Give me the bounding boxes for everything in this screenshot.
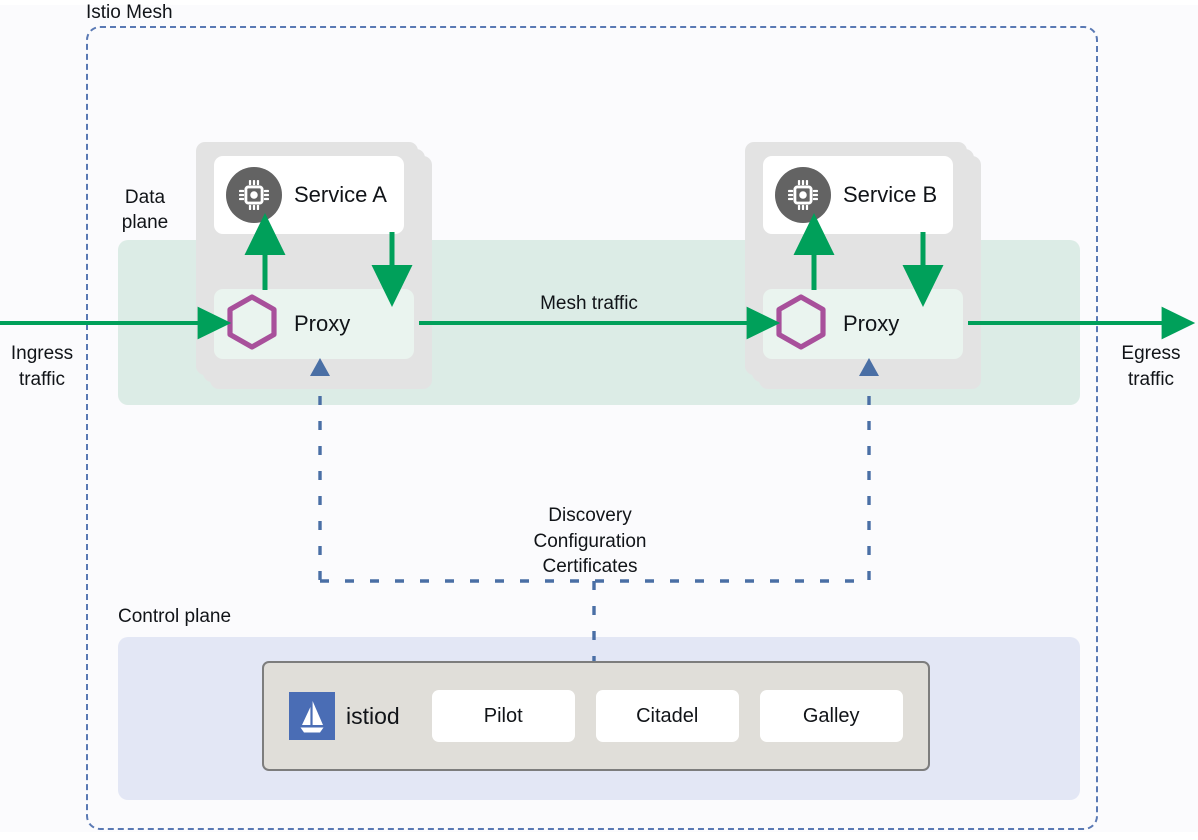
proxy-name-label: Proxy [843,311,900,336]
control-channel-label: Discovery Configuration Certificates [533,505,647,577]
control-plane-label: Control plane [118,606,232,627]
bottom-gutter [0,832,1198,840]
istiod-component-pilot[interactable]: Pilot [431,690,575,742]
egress-traffic-label: Egress traffic [1121,343,1181,390]
top-gutter [0,0,1198,5]
istiod-panel: istiod Pilot Citadel Galley [262,661,930,771]
istio-mesh-boundary [86,26,1098,830]
pod-service-b: Service B Proxy [745,142,981,389]
hexagon-icon [224,293,280,356]
mesh-traffic-label: Mesh traffic [540,293,638,314]
data-plane-label: Data plane [121,187,169,233]
istiod-component-citadel[interactable]: Citadel [595,690,739,742]
service-name-label: Service B [843,182,938,207]
cpu-chip-icon [226,167,282,223]
proxy-name-label: Proxy [294,311,351,336]
istio-sailboat-logo-icon [289,692,335,740]
pod-service-a: Service A Proxy [196,142,432,389]
istiod-brand: istiod [289,692,400,740]
ingress-traffic-label: Ingress traffic [10,343,74,390]
hexagon-icon [773,293,829,356]
proxy-card-a[interactable]: Proxy [214,289,414,359]
service-card-a[interactable]: Service A [214,156,404,234]
istiod-label: istiod [346,702,400,729]
proxy-card-b[interactable]: Proxy [763,289,963,359]
service-card-b[interactable]: Service B [763,156,953,234]
cpu-chip-icon [775,167,831,223]
istiod-component-galley[interactable]: Galley [759,690,903,742]
istio-mesh-title: Istio Mesh [86,2,173,23]
service-name-label: Service A [294,182,387,207]
